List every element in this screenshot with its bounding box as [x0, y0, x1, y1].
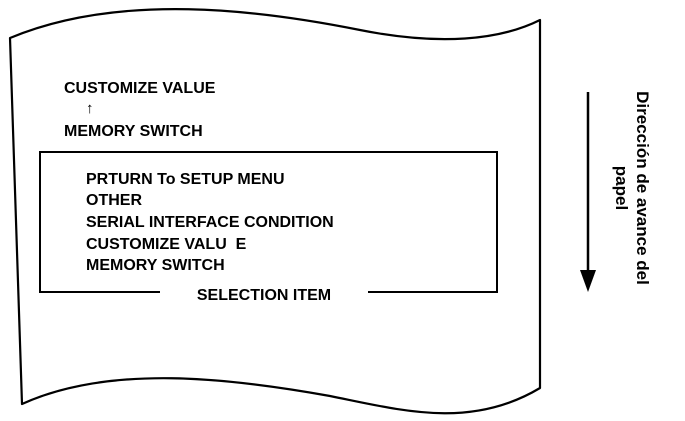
up-arrow-icon: ↑	[86, 100, 94, 117]
selection-item-other: OTHER	[86, 192, 142, 209]
memory-switch-label: MEMORY SWITCH	[64, 123, 203, 140]
selection-item-memory-switch: MEMORY SWITCH	[86, 257, 225, 274]
paper-outline	[8, 8, 542, 415]
selection-item-customize-value: CUSTOMIZE VALU E	[86, 236, 247, 253]
feed-direction-line1: Dirección de avance del	[633, 91, 652, 285]
selection-item-caption: SELECTION ITEM	[160, 286, 368, 305]
feed-direction-label: Dirección de avance del papel	[611, 58, 653, 318]
customize-value-label: CUSTOMIZE VALUE	[64, 80, 216, 97]
feed-arrow-head	[580, 270, 596, 292]
feed-direction-line2: papel	[612, 165, 631, 211]
selection-item-return-setup: PRTURN To SETUP MENU	[86, 171, 285, 188]
selection-item-serial-interface: SERIAL INTERFACE CONDITION	[86, 214, 334, 231]
